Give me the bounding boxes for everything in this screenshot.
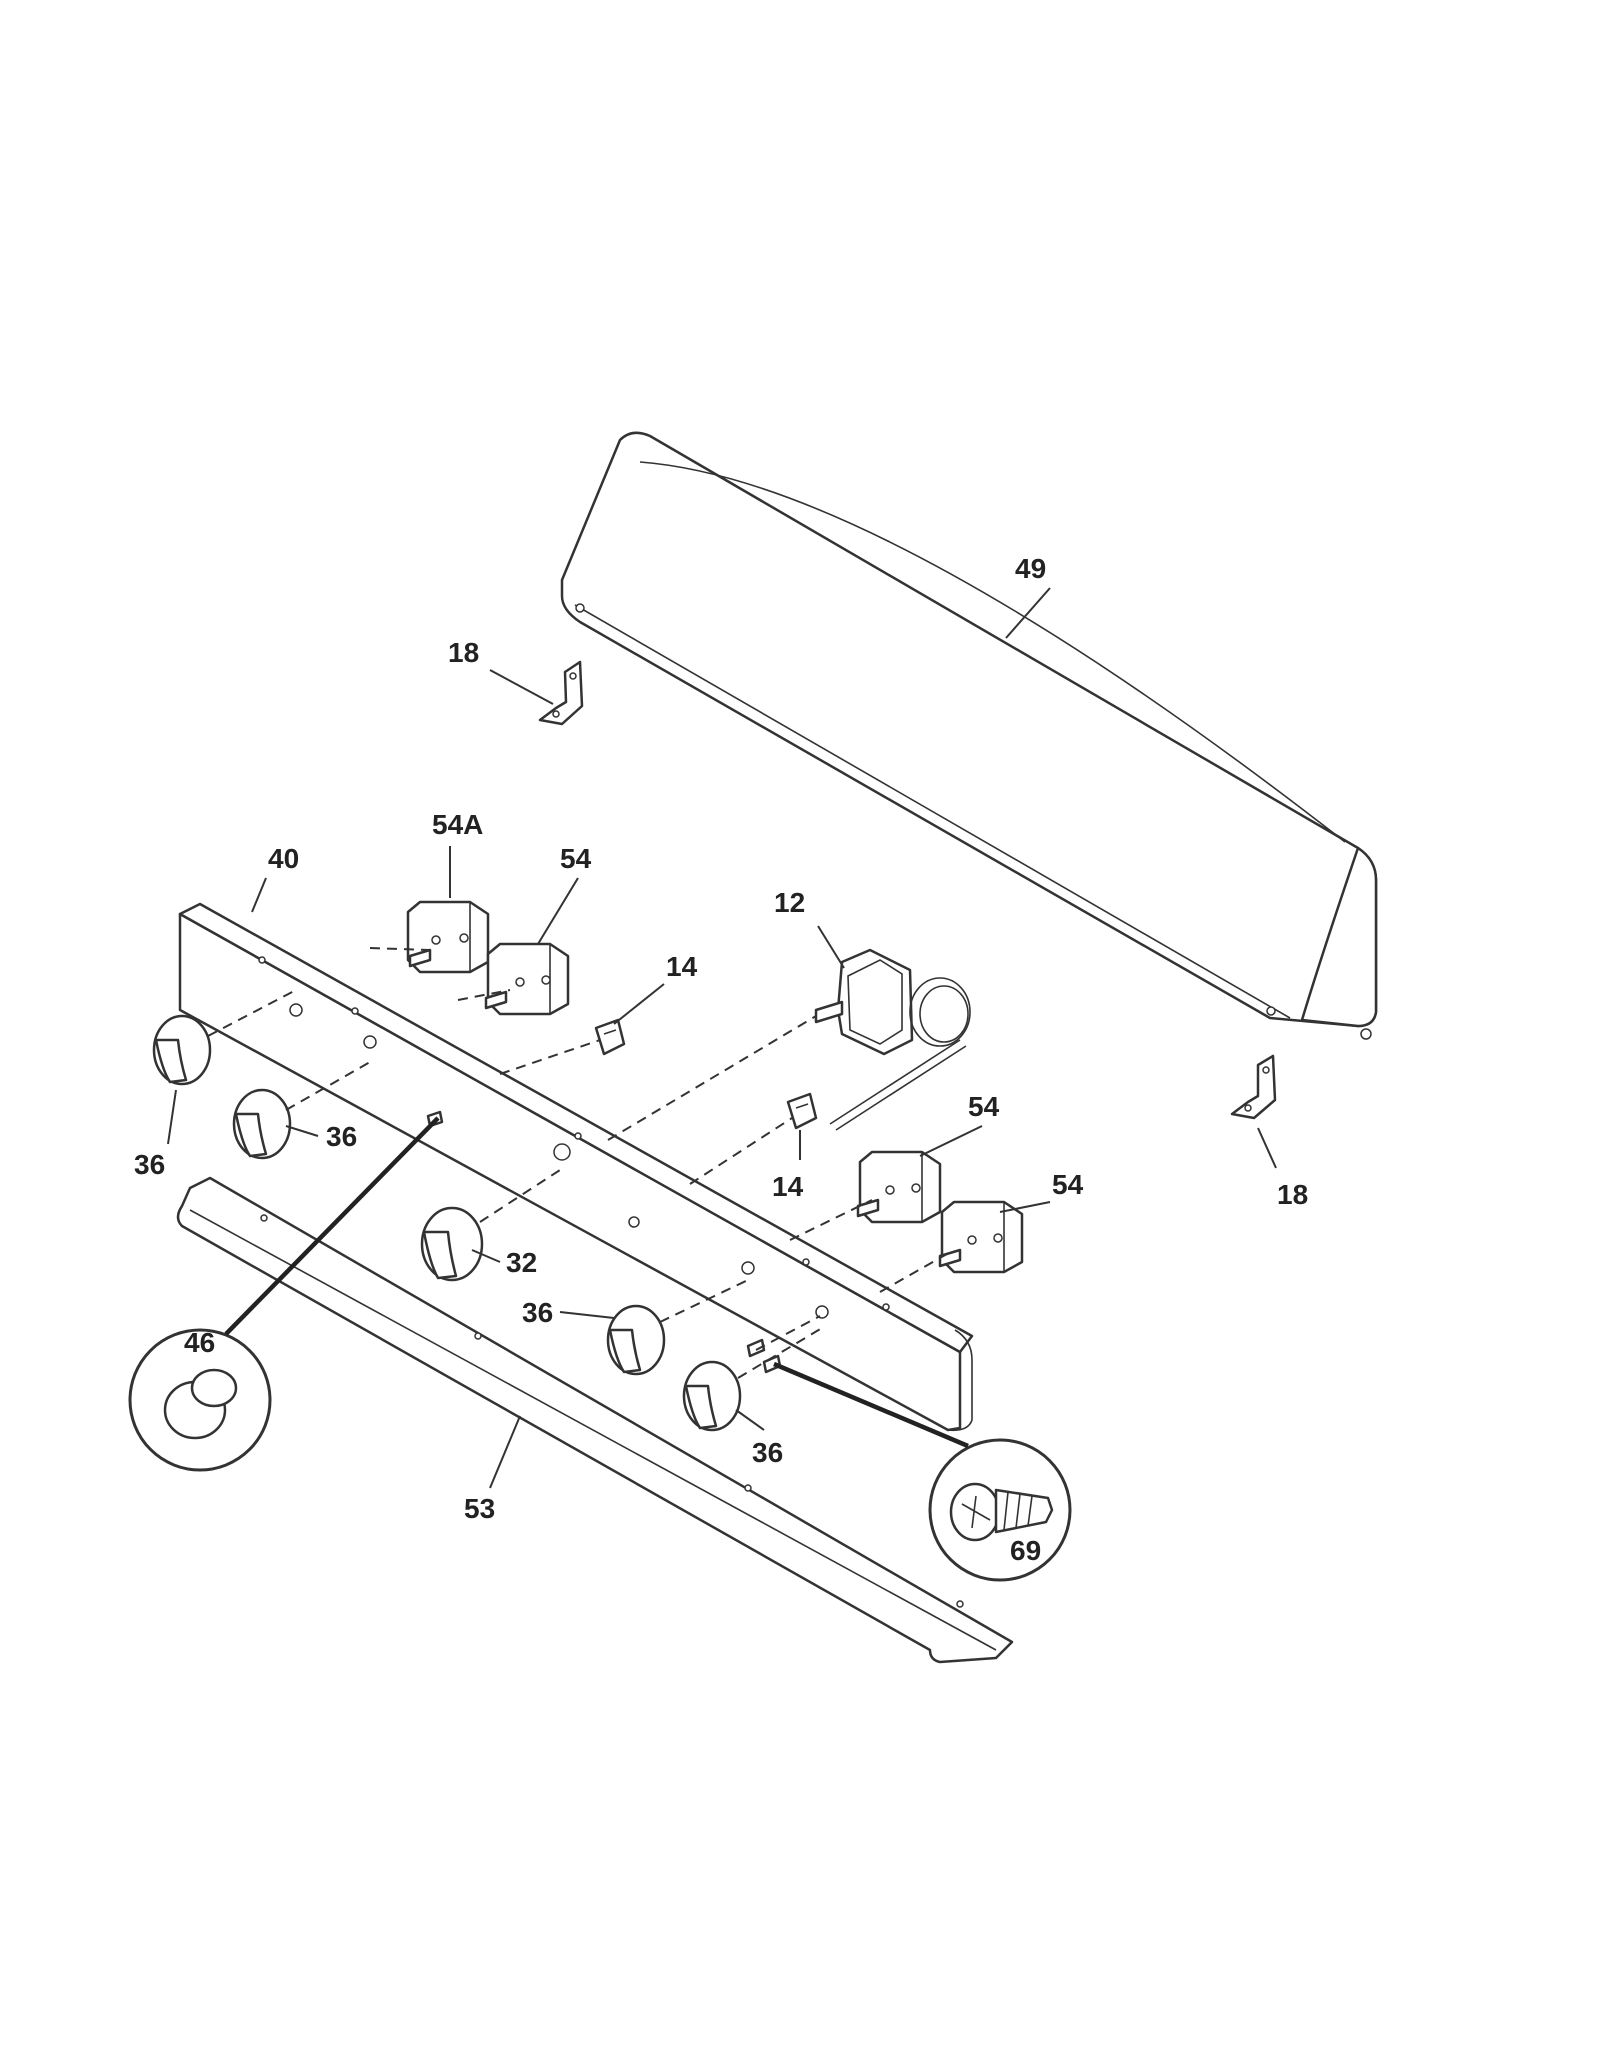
switch-54-mid: [856, 1150, 942, 1224]
control-panel-40: [178, 902, 974, 1432]
label-12: 12: [774, 887, 805, 918]
label-36-1: 36: [134, 1149, 165, 1180]
switch-54-low: [938, 1200, 1024, 1274]
switch-54-top: [484, 942, 570, 1016]
label-40: 40: [268, 843, 299, 874]
label-53: 53: [464, 1493, 495, 1524]
label-36-4: 36: [752, 1437, 783, 1468]
knob-36-4: [682, 1360, 742, 1432]
switch-54A: [406, 900, 490, 974]
label-32: 32: [506, 1247, 537, 1278]
label-46: 46: [184, 1327, 215, 1358]
thermostat-12: [814, 948, 971, 1131]
switch-14-bottom: [786, 1092, 818, 1130]
label-54A: 54A: [432, 809, 483, 840]
label-14-bottom: 14: [772, 1171, 804, 1202]
label-54-mid: 54: [968, 1091, 1000, 1122]
part-labels: 49 18 18 40 54A 54 54 54 12 14 14 36 36 …: [134, 553, 1308, 1566]
label-69: 69: [1010, 1535, 1041, 1566]
knob-32: [420, 1206, 484, 1282]
label-18-left: 18: [448, 637, 479, 668]
label-54-top: 54: [560, 843, 592, 874]
label-36-3: 36: [522, 1297, 553, 1328]
assembly-lines: [207, 947, 955, 1379]
backguard-49: [560, 431, 1378, 1040]
knob-36-2: [232, 1088, 292, 1160]
knob-36-3: [606, 1304, 666, 1376]
label-49: 49: [1015, 553, 1046, 584]
knob-36-1: [152, 1014, 212, 1086]
label-36-2: 36: [326, 1121, 357, 1152]
bracket-18-right: [1230, 1054, 1277, 1120]
label-14-top: 14: [666, 951, 698, 982]
label-54-low: 54: [1052, 1169, 1084, 1200]
detail-69: [773, 1361, 1072, 1582]
label-18-right: 18: [1277, 1179, 1308, 1210]
trim-strip-53: [176, 1176, 1014, 1664]
switch-14-top: [594, 1018, 626, 1056]
detail-46: [128, 1116, 440, 1472]
bracket-18-left: [538, 660, 584, 726]
leader-lines: [167, 587, 1277, 1489]
